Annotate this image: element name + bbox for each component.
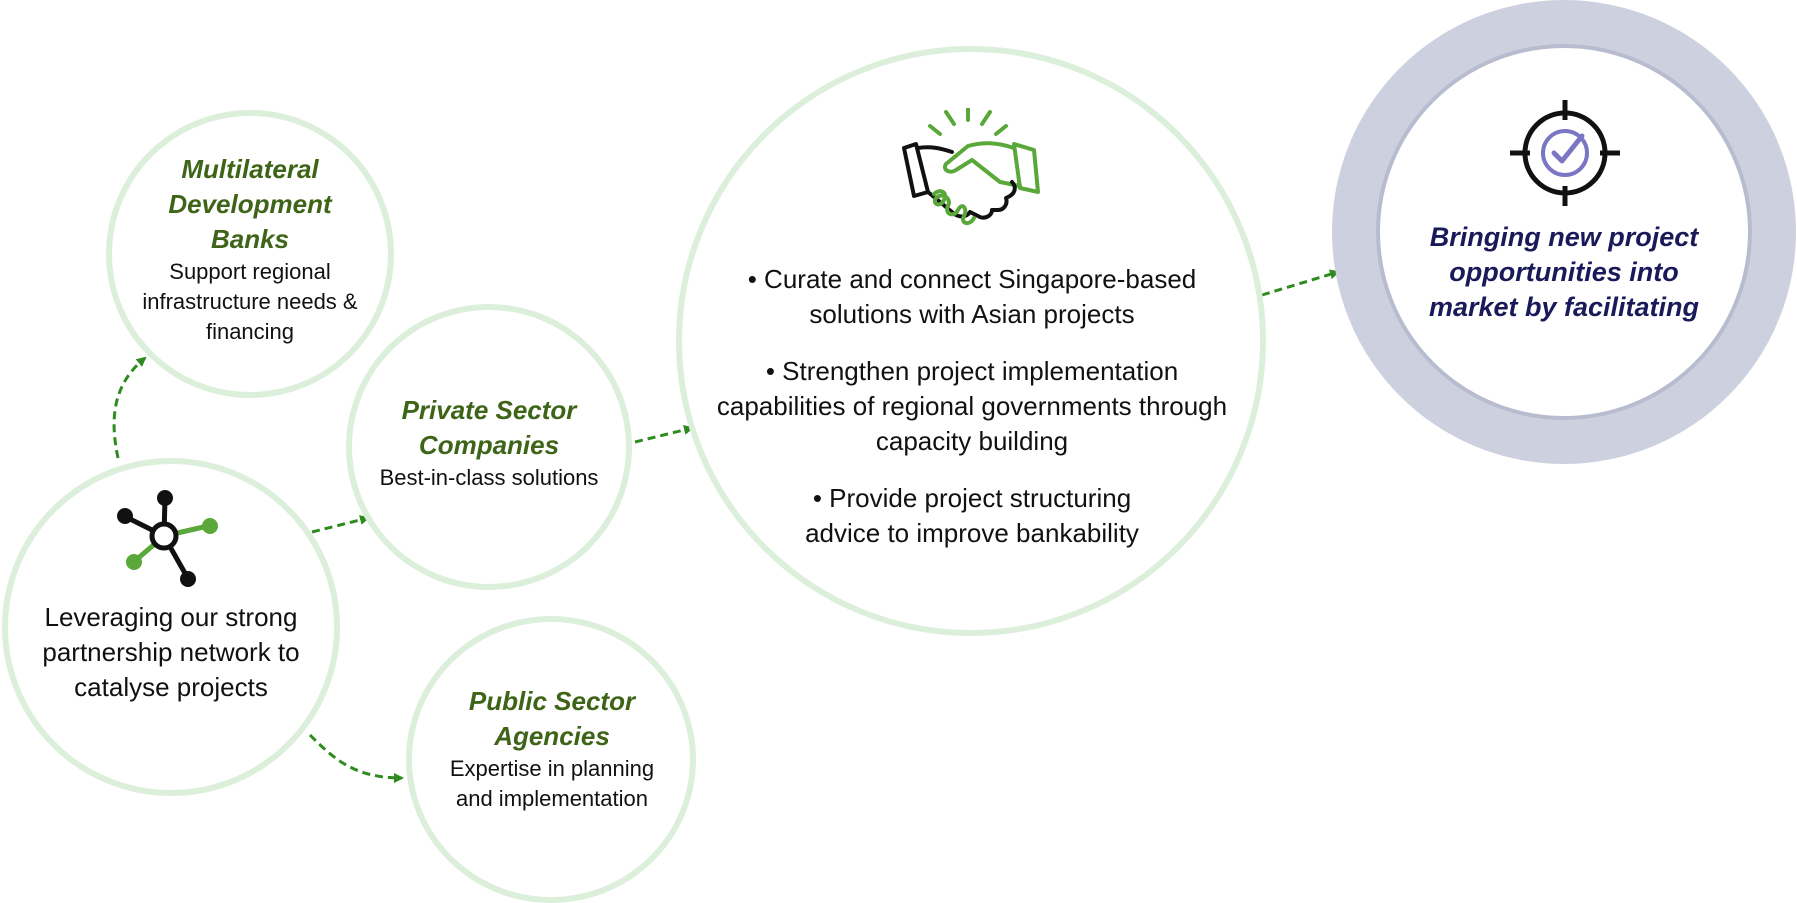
target-check-icon <box>1510 100 1620 206</box>
action-bullet-2: • Strengthen project implementation capa… <box>716 356 1228 456</box>
private-sector-description: Best-in-class solutions <box>379 465 599 490</box>
arrow-hub-to-public <box>308 733 404 783</box>
multilateral-title: Multilateral Development Banks <box>168 154 332 254</box>
action-bullet-3: • Provide project structuring advice to … <box>805 483 1139 548</box>
actions-bullets: • Curate and connect Singapore-based sol… <box>712 262 1232 573</box>
hub-text: Leveraging our strong partnership networ… <box>42 602 300 702</box>
arrow-hub-to-private <box>311 515 370 534</box>
public-sector-title: Public Sector Agencies <box>468 686 636 751</box>
public-sector-description: Expertise in planning and implementation <box>449 756 655 811</box>
public-sector-circle <box>406 616 696 903</box>
hub-circle <box>2 458 340 796</box>
public-sector-text: Public Sector Agencies Expertise in plan… <box>436 684 668 814</box>
private-sector-title: Private Sector Companies <box>401 395 577 460</box>
multilateral-text: Multilateral Development Banks Support r… <box>126 152 374 347</box>
multilateral-description: Support regional infrastructure needs & … <box>142 259 358 344</box>
arrow-actions-to-goal <box>1261 269 1340 297</box>
network-icon <box>117 490 218 587</box>
arrow-hub-to-multilateral <box>112 356 147 459</box>
action-bullet-1: • Curate and connect Singapore-based sol… <box>747 264 1197 329</box>
arrow-private-to-actions <box>634 425 694 444</box>
handshake-icon <box>902 108 1040 225</box>
private-sector-circle <box>346 304 632 590</box>
goal-text: Bringing new project opportunities into … <box>1428 222 1700 322</box>
multilateral-circle <box>106 110 394 398</box>
private-sector-text: Private Sector Companies Best-in-class s… <box>374 393 604 493</box>
